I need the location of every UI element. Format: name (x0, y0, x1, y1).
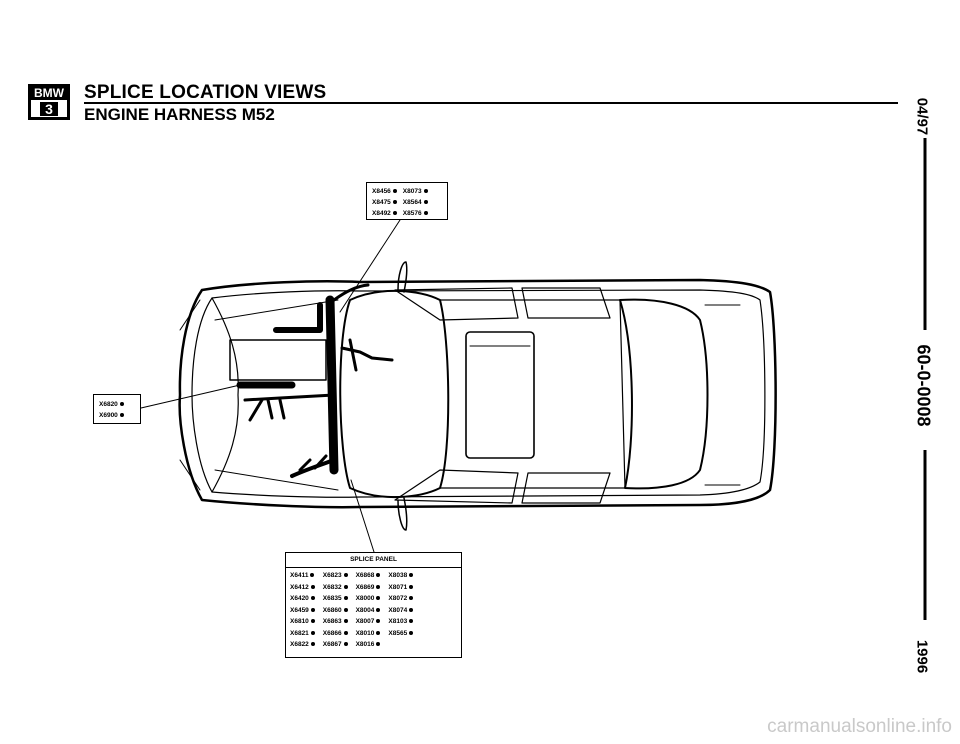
splice-row: X6459 X6860 X8004 X8074 (286, 605, 417, 617)
bmw-3-series-logo: BMW 3 (28, 84, 70, 120)
splice-row: X6412 X6832 X6869 X8071 (286, 582, 417, 594)
splice-row: X6900 (96, 410, 127, 421)
splice-panel-box: SPLICE PANEL X6411 X6823 X6868 X8038 X64… (285, 552, 462, 658)
splice-row: X6420 X6835 X8000 X8072 (286, 593, 417, 605)
watermark-link[interactable]: carmanualsonline.info (767, 716, 952, 737)
splice-row: X6810 X6863 X8007 X8103 (286, 616, 417, 628)
splice-row: X6820 (96, 399, 127, 410)
splice-row: X6411 X6823 X6868 X8038 (286, 570, 417, 582)
page-title: SPLICE LOCATION VIEWS (84, 82, 327, 103)
splice-row: X8456 X8073 (369, 186, 431, 197)
splice-row: X8492 X8576 (369, 208, 431, 219)
splice-box-left: X6820 X6900 (93, 394, 141, 424)
margin-rule (923, 138, 927, 620)
splice-panel-heading: SPLICE PANEL (286, 553, 461, 568)
splice-row: X6821 X6866 X8010 X8565 (286, 628, 417, 640)
splice-box-top: X8456 X8073 X8475 X8564 X8492 X8576 (366, 182, 448, 220)
title-rule (84, 102, 898, 104)
splice-row: X8475 X8564 (369, 197, 431, 208)
logo-brand: BMW (31, 87, 67, 100)
splice-row: X6822 X6867 X8016 (286, 639, 417, 651)
logo-series-number: 3 (40, 101, 58, 116)
page-subtitle: ENGINE HARNESS M52 (84, 105, 275, 124)
